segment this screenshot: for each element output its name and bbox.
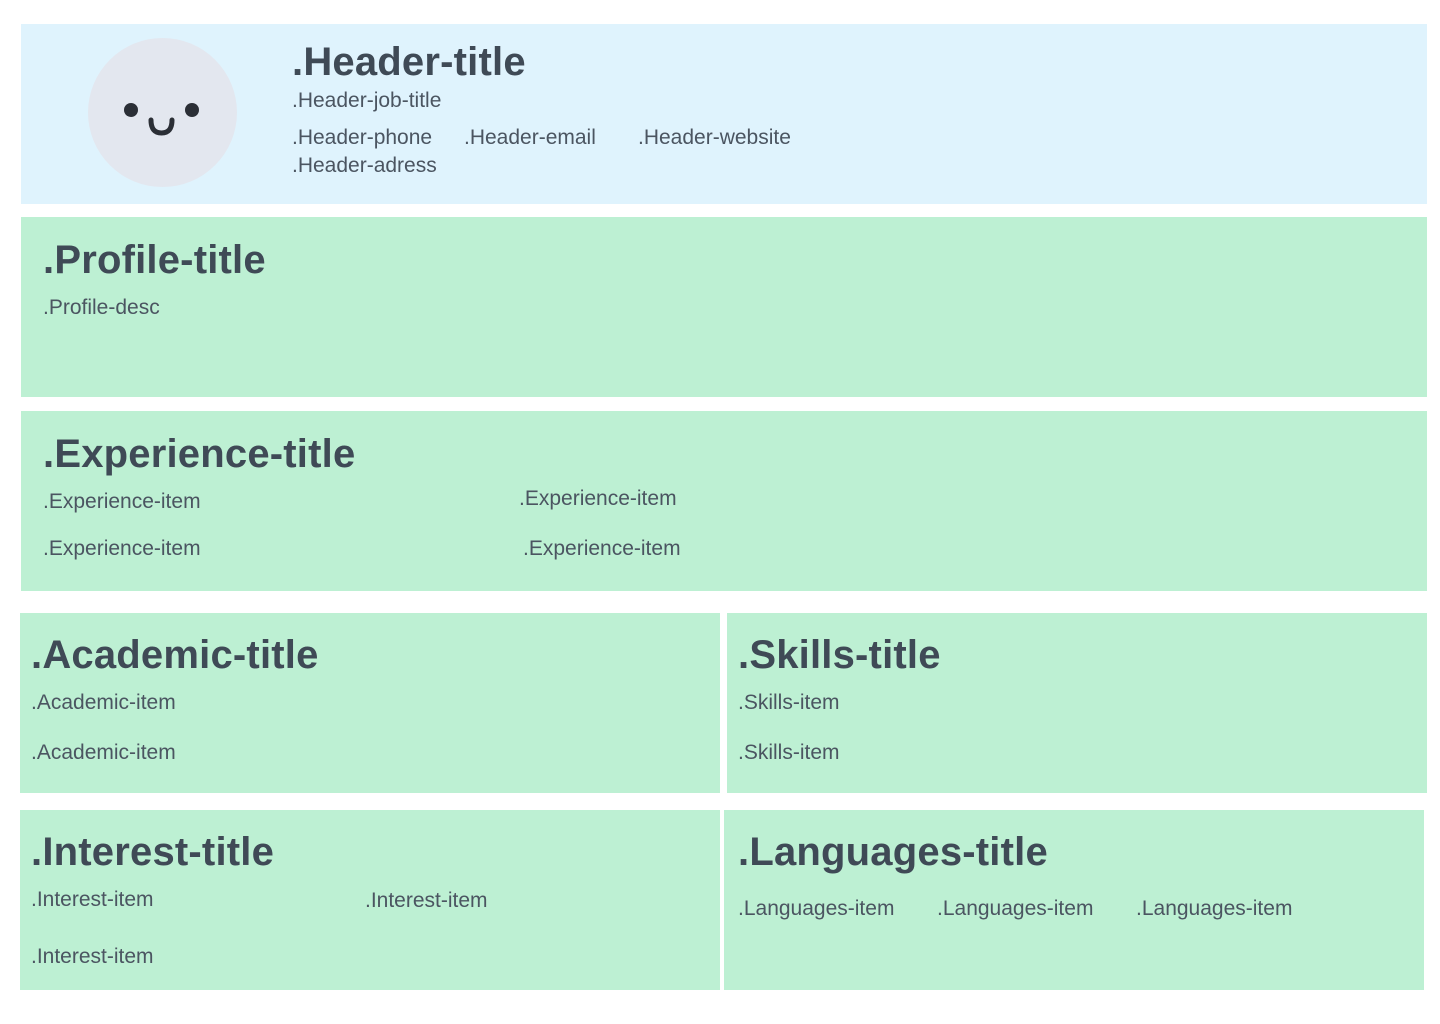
languages-item: .Languages-item	[738, 897, 895, 920]
smiley-face-icon	[124, 103, 199, 136]
profile-desc: .Profile-desc	[43, 296, 160, 319]
experience-item: .Experience-item	[43, 490, 201, 513]
skills-item: .Skills-item	[738, 691, 840, 714]
experience-title: .Experience-title	[43, 432, 356, 476]
header-phone[interactable]: .Header-phone	[292, 126, 433, 149]
interest-item: .Interest-item	[365, 889, 488, 912]
header-email[interactable]: .Header-email	[464, 126, 596, 149]
academic-title: .Academic-title	[31, 633, 319, 677]
experience-item: .Experience-item	[523, 537, 681, 560]
academic-item: .Academic-item	[31, 691, 176, 714]
header-address: .Header-adress	[292, 154, 437, 177]
skills-section: .Skills-title .Skills-item .Skills-item	[727, 613, 1427, 793]
interest-section: .Interest-title .Interest-item .Interest…	[20, 810, 720, 990]
experience-section: .Experience-title .Experience-item .Expe…	[21, 411, 1427, 591]
header-job-title: .Header-job-title	[292, 89, 442, 112]
languages-item: .Languages-item	[1136, 897, 1293, 920]
skills-item: .Skills-item	[738, 741, 840, 764]
languages-section: .Languages-title .Languages-item .Langua…	[724, 810, 1424, 990]
header-website[interactable]: .Header-website	[638, 126, 791, 149]
header-section: .Header-title .Header-job-title .Header-…	[21, 24, 1427, 204]
profile-section: .Profile-title .Profile-desc	[21, 217, 1427, 397]
interest-title: .Interest-title	[31, 830, 275, 874]
interest-item: .Interest-item	[31, 888, 154, 911]
languages-title: .Languages-title	[738, 830, 1048, 874]
interest-item: .Interest-item	[31, 945, 154, 968]
academic-section: .Academic-title .Academic-item .Academic…	[20, 613, 720, 793]
profile-title: .Profile-title	[43, 238, 266, 282]
avatar	[88, 38, 237, 187]
experience-item: .Experience-item	[43, 537, 201, 560]
skills-title: .Skills-title	[738, 633, 941, 677]
academic-item: .Academic-item	[31, 741, 176, 764]
header-title: .Header-title	[292, 40, 526, 84]
experience-item: .Experience-item	[519, 487, 677, 510]
languages-item: .Languages-item	[937, 897, 1094, 920]
